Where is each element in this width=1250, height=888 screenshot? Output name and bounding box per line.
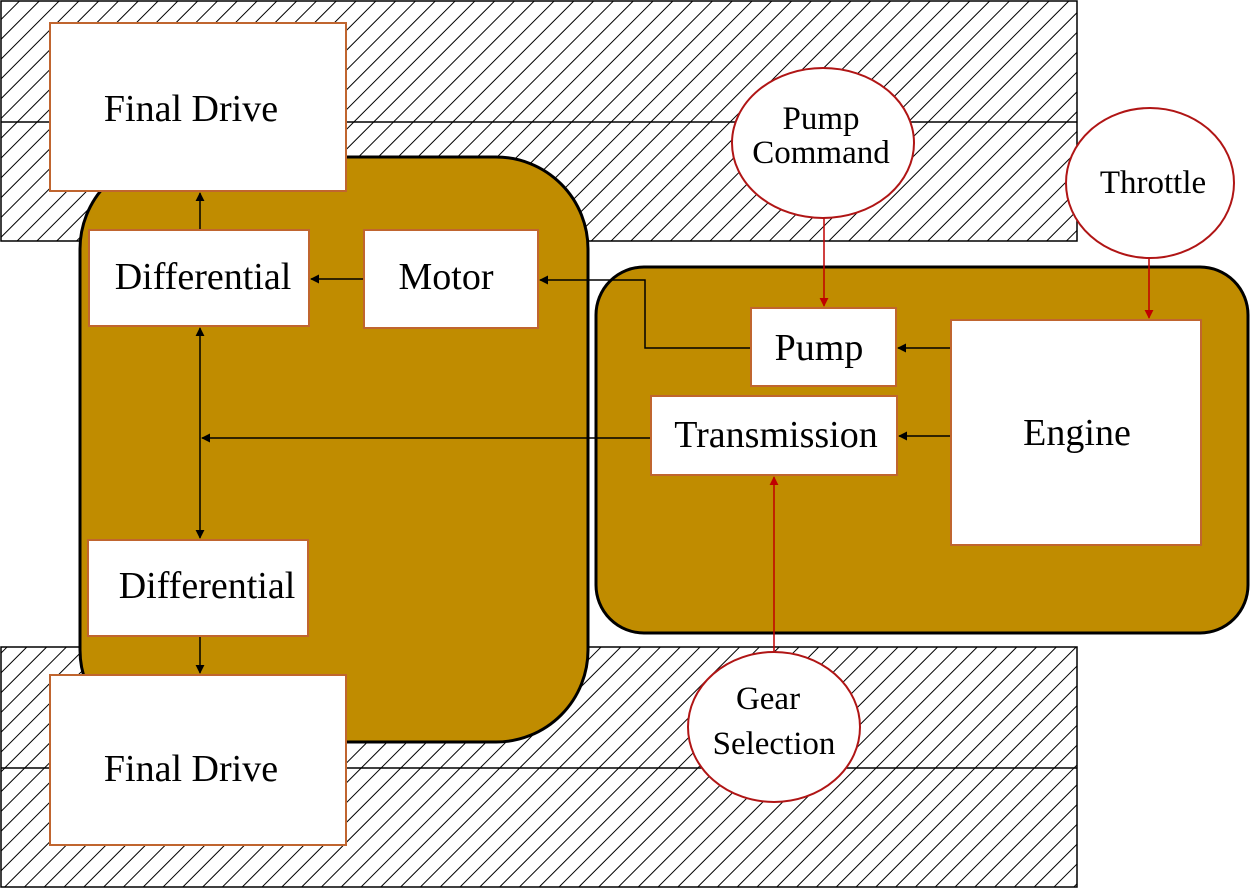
final-drive-top-block: Final Drive — [49, 22, 347, 192]
pump-command-label-line2: Command — [752, 135, 890, 171]
final-drive-top-label: Final Drive — [104, 88, 278, 130]
control-links — [769, 218, 1154, 652]
gear-selection-label-line2: Selection — [713, 726, 836, 762]
transmission-label: Transmission — [674, 414, 877, 456]
differential-top-block: Differential — [88, 229, 310, 327]
pump-block: Pump — [750, 307, 897, 387]
differential-bottom-label: Differential — [119, 565, 296, 607]
mechanical-links — [195, 192, 951, 674]
throttle-node: Throttle — [1065, 107, 1235, 259]
final-drive-bottom-block: Final Drive — [49, 674, 347, 846]
transmission-block: Transmission — [650, 395, 898, 476]
differential-bottom-block: Differential — [87, 539, 309, 637]
pump-label: Pump — [775, 327, 864, 369]
differential-top-label: Differential — [115, 256, 292, 298]
pump-command-node: Pump Command — [731, 67, 915, 219]
pump-command-label-line1: Pump — [782, 101, 859, 137]
motor-block: Motor — [363, 229, 539, 329]
motor-label: Motor — [399, 256, 494, 298]
engine-block: Engine — [950, 319, 1202, 546]
final-drive-bottom-label: Final Drive — [104, 748, 278, 790]
engine-label: Engine — [1023, 412, 1131, 454]
throttle-label: Throttle — [1100, 165, 1206, 201]
gear-selection-label-line1: Gear — [736, 681, 800, 717]
gear-selection-node: Gear Selection — [687, 651, 861, 803]
pump-to-motor-arrow — [539, 275, 751, 349]
